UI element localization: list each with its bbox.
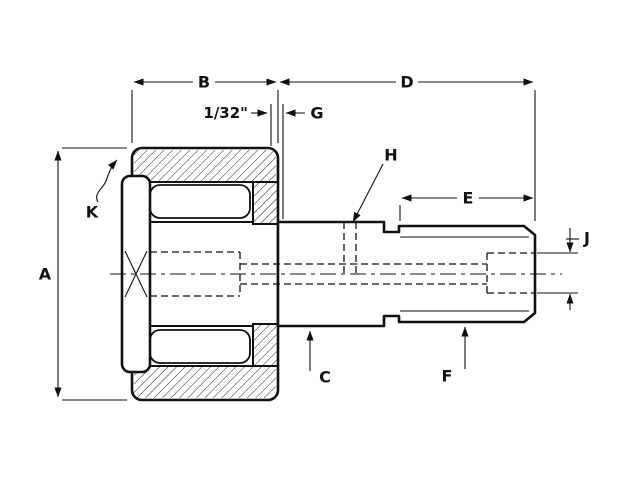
countersink-mark — [124, 250, 148, 298]
dimension-lines — [54, 78, 579, 401]
dim-label-c: C — [319, 368, 331, 387]
dim-label-g: G — [310, 104, 323, 123]
dim-label-f: F — [442, 367, 453, 386]
dim-label-a: A — [39, 265, 52, 284]
dimension-labels: A B D 1/32" G H E J K C F — [39, 73, 590, 387]
end-collar-sections — [252, 181, 279, 367]
hidden-internal-features — [150, 222, 534, 297]
stud-shank-and-thread — [276, 220, 537, 328]
dim-label-offset: 1/32" — [203, 104, 248, 122]
outer-ring-section-hatch-top — [134, 150, 276, 181]
stud-head-bore — [150, 221, 253, 327]
dim-label-e: E — [463, 189, 474, 208]
dim-label-h: H — [384, 146, 397, 165]
dim-label-j: J — [583, 229, 590, 248]
needle-rollers — [149, 184, 251, 364]
outer-ring-section-hatch-bottom — [134, 367, 276, 398]
dim-label-k: K — [86, 203, 99, 222]
dim-label-d: D — [400, 73, 413, 92]
dim-label-b: B — [198, 73, 210, 92]
